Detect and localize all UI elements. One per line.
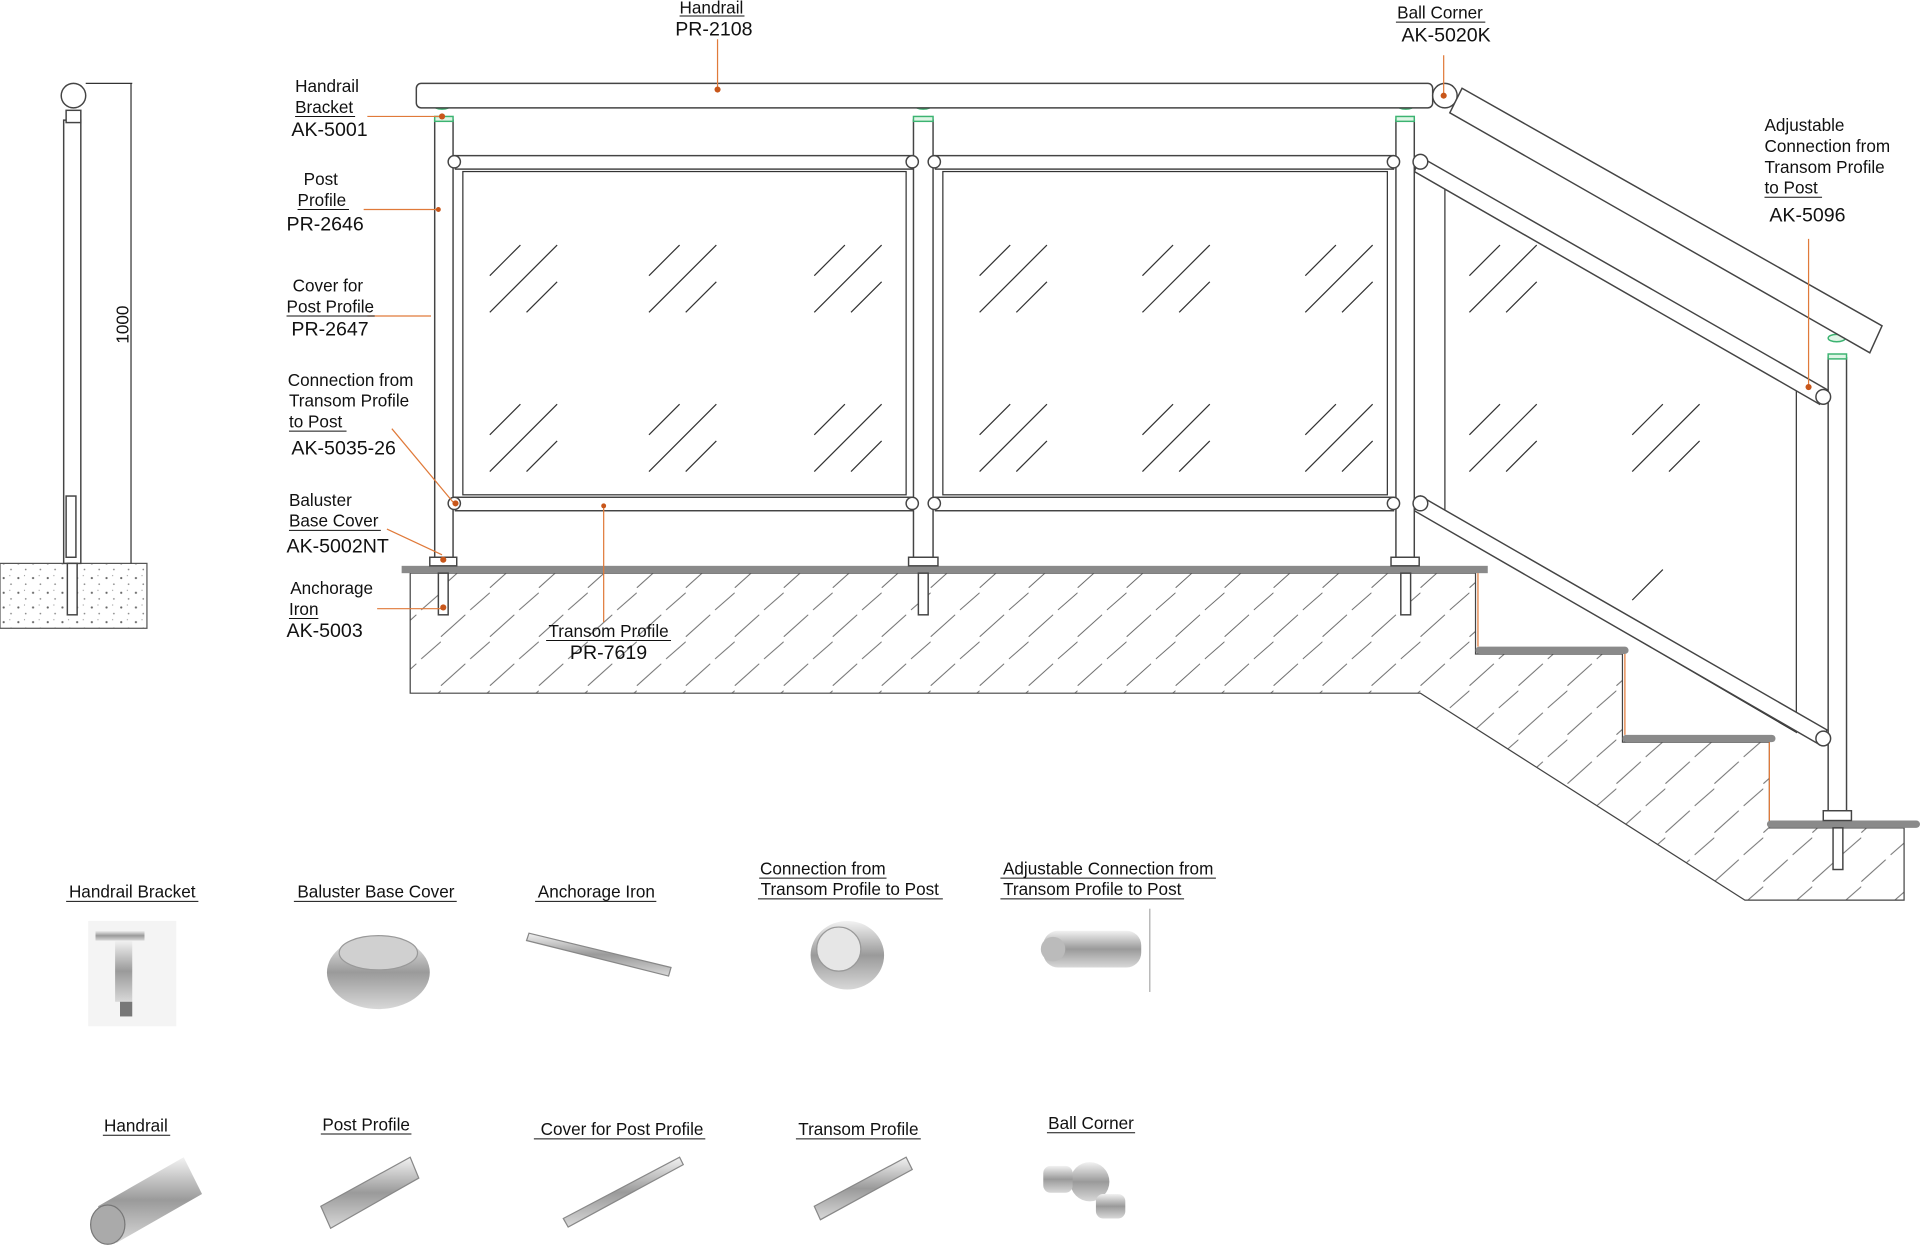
connection-image: [810, 920, 885, 990]
callout-name: Connection from: [1764, 136, 1890, 156]
transom-bottom: [454, 496, 915, 512]
adjustable-connection-image: [1040, 908, 1151, 992]
catalog-handrail-bracket: Handrail Bracket: [66, 882, 199, 1027]
callout-connection: Connection from Transom Profile to Post …: [288, 370, 414, 460]
catalog-label: Handrail: [104, 1116, 168, 1136]
callout-code: AK-5035-26: [291, 437, 396, 459]
catalog-label: Adjustable Connection from: [1003, 858, 1213, 878]
catalog-label: Transom Profile to Post: [761, 879, 940, 899]
catalog-ball-corner: Ball Corner: [1043, 1113, 1136, 1219]
side-elevation: 1000: [0, 82, 148, 629]
side-anchor: [66, 562, 78, 616]
callout-cover-post: Cover for Post Profile PR-2647: [287, 276, 375, 341]
transom-top: [934, 154, 1395, 170]
cover-post-image: [562, 1156, 685, 1228]
callout-name: Profile: [298, 190, 347, 210]
catalog-label: Transom Profile to Post: [1003, 879, 1182, 899]
callout-name: Transom Profile: [1764, 157, 1884, 177]
callout-anchorage: Anchorage Iron AK-5003: [287, 578, 374, 642]
callout-ball-corner: Ball Corner AK-5020K: [1395, 2, 1491, 47]
callout-name: Baluster: [289, 490, 352, 510]
catalog-adjustable-connection: Adjustable Connection from Transom Profi…: [1000, 858, 1216, 992]
callout-post-profile: Post Profile PR-2646: [287, 169, 364, 235]
callout-handrail: Handrail PR-2108: [675, 0, 752, 41]
callout-name: Handrail: [680, 0, 744, 18]
callout-name: Iron: [289, 599, 319, 619]
stair-tread: [1622, 734, 1776, 743]
callout-code: PR-7619: [570, 642, 647, 664]
callout-baluster: Baluster Base Cover AK-5002NT: [287, 490, 389, 558]
catalog-label: Ball Corner: [1048, 1113, 1134, 1133]
catalog-label: Cover for Post Profile: [541, 1119, 704, 1139]
callout-name: Cover for: [293, 276, 364, 296]
callout-name: Bracket: [295, 97, 353, 117]
catalog-cover-post: Cover for Post Profile: [533, 1119, 706, 1228]
callout-code: AK-5003: [287, 620, 363, 642]
anchorage-iron-image: [525, 932, 672, 977]
callout-name: to Post: [1764, 178, 1818, 198]
handrail-image: [90, 1157, 203, 1245]
glass-reflection-marks: [489, 244, 1701, 601]
catalog-handrail: Handrail: [90, 1116, 203, 1245]
catalog-label: Baluster Base Cover: [297, 882, 454, 902]
catalog-post-profile: Post Profile: [320, 1114, 420, 1230]
catalog-label: Post Profile: [322, 1114, 410, 1134]
transom-top: [454, 154, 915, 170]
posts: [429, 101, 1853, 871]
callout-code: AK-5001: [291, 119, 367, 141]
catalog-anchorage-iron: Anchorage Iron: [525, 882, 672, 977]
ball-corner-image: [1043, 1162, 1126, 1219]
catalog-label: Connection from: [760, 858, 886, 878]
post-profile-image: [320, 1156, 420, 1230]
callout-code: AK-5096: [1769, 205, 1845, 227]
stair-tread: [1766, 820, 1920, 828]
catalog-label: Transom Profile: [798, 1119, 918, 1139]
catalog-baluster-base-cover: Baluster Base Cover: [293, 882, 457, 1010]
callout-name: Base Cover: [289, 511, 379, 531]
callout-name: Transom Profile: [289, 391, 409, 411]
callout-code: PR-2647: [291, 319, 368, 341]
handrail-horizontal: [415, 82, 1434, 109]
callout-code: AK-5002NT: [287, 535, 389, 557]
callout-name: Post: [304, 169, 339, 189]
floor-slab: [401, 565, 1488, 574]
concrete-stair: [409, 572, 1905, 901]
dimension-label: 1000: [113, 306, 133, 344]
callout-name: Handrail: [295, 76, 359, 96]
catalog-label: Handrail Bracket: [69, 882, 196, 902]
stair-tread: [1475, 646, 1629, 654]
callout-code: PR-2108: [675, 19, 752, 41]
transom-profile-image: [813, 1156, 914, 1221]
transom-bottom: [934, 496, 1395, 512]
handrail-bracket-image: [88, 920, 177, 1027]
callout-name: Adjustable: [1764, 115, 1844, 135]
catalog-transom-profile: Transom Profile: [795, 1119, 921, 1221]
callout-handrail-bracket: Handrail Bracket AK-5001: [291, 76, 367, 141]
leader-lines: [363, 39, 1812, 623]
callout-adjustable: Adjustable Connection from Transom Profi…: [1764, 115, 1890, 227]
callout-name: Ball Corner: [1397, 2, 1483, 22]
callout-code: AK-5020K: [1401, 25, 1490, 47]
side-handrail-section: [60, 82, 87, 109]
catalog-connection: Connection from Transom Profile to Post: [757, 858, 943, 990]
callout-name: Connection from: [288, 370, 414, 390]
callout-name: Transom Profile: [548, 621, 668, 641]
callout-name: Post Profile: [287, 296, 375, 316]
callout-transom: Transom Profile PR-7619: [546, 621, 672, 664]
callout-name: Anchorage: [290, 578, 373, 598]
baluster-base-cover-image: [326, 935, 430, 1010]
callout-code: PR-2646: [287, 213, 364, 235]
handrail-inclined: [1448, 87, 1883, 354]
catalog-label: Anchorage Iron: [538, 882, 655, 902]
callout-name: to Post: [289, 411, 343, 431]
